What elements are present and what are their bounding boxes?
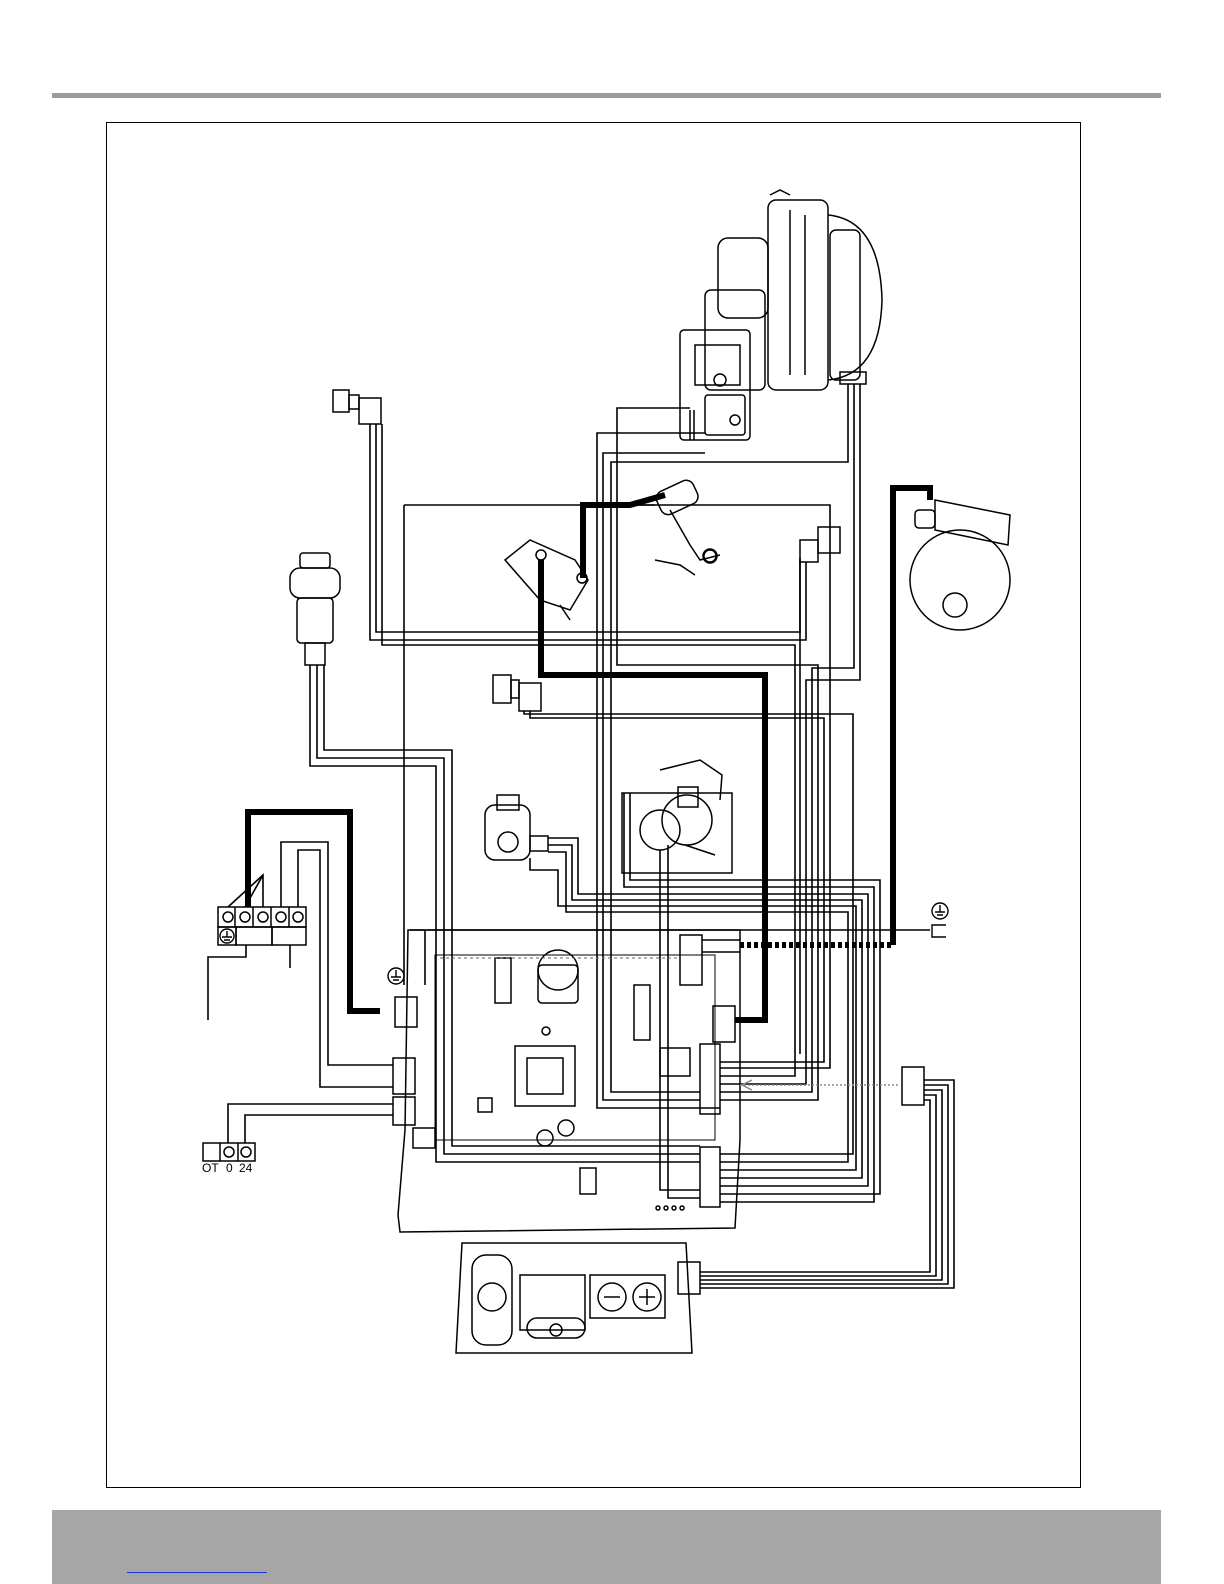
sensor-connector-middle <box>493 675 541 711</box>
plug-symbol-icon <box>932 925 946 937</box>
fan-assembly <box>705 190 882 390</box>
terminal-label-24: 24 <box>239 1162 252 1174</box>
earth-symbol-icon <box>388 968 404 984</box>
diverter-valve-motor <box>485 795 548 860</box>
display-pcb <box>456 1243 700 1353</box>
mains-terminal-block <box>218 907 306 945</box>
pressure-sensor <box>290 553 340 665</box>
hydraulic-group <box>622 760 732 873</box>
earth-symbol-icon <box>220 929 234 943</box>
thick-wires <box>248 488 930 1020</box>
gas-valve <box>680 330 750 440</box>
sensor-connector-right <box>800 527 840 562</box>
circulation-pump <box>910 500 1010 630</box>
remote-connector <box>902 1067 924 1105</box>
terminal-label-ot: OT <box>202 1162 219 1174</box>
opentherm-terminal-block <box>203 1143 255 1161</box>
sensor-connector-top <box>333 390 381 424</box>
ignition-transformer <box>505 540 588 620</box>
footer-link[interactable] <box>127 1572 267 1573</box>
arrow-left-icon <box>742 1080 752 1090</box>
earth-symbol-icon <box>932 903 948 919</box>
terminal-label-0: 0 <box>226 1162 233 1174</box>
main-pcb <box>398 930 740 1232</box>
